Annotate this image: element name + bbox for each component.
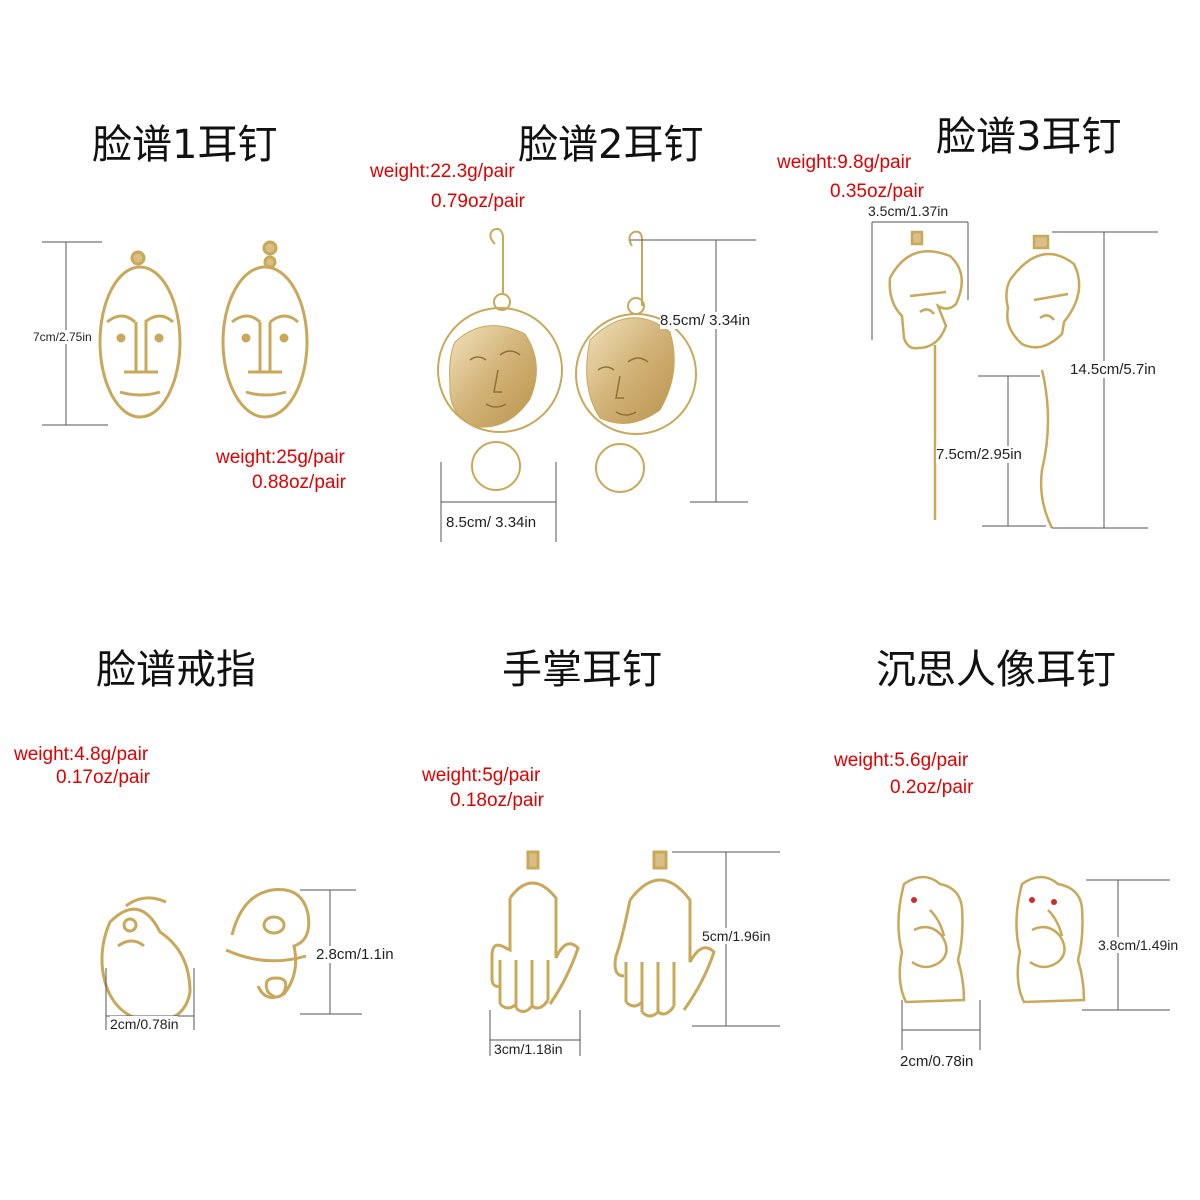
weight-grams: weight:25g/pair [216,447,345,468]
weight-grams: weight:5g/pair [422,765,541,786]
face-2-earring-right [575,230,697,493]
weight-ounces: 0.88oz/pair [252,472,347,493]
palm-earring-right [613,850,716,1018]
product-title-face-2-earrings: 脸谱2耳钉 [518,122,704,168]
dimension-label: 8.5cm/ 3.34in [446,514,537,531]
thinker-measures [901,879,1170,1050]
dimension-label: 2cm/0.78in [110,1016,179,1032]
face-3-earring-left [888,230,963,520]
weight-ounces: 0.2oz/pair [890,777,974,798]
weight-grams: weight:22.3g/pair [370,161,515,182]
palm-earring-left [490,850,580,1013]
face-2-measures [440,239,756,542]
face-1-earring-left [98,250,182,419]
weight-grams: weight:4.8g/pair [14,744,149,765]
face-3-earring-right [1005,234,1081,529]
dimension-label: 2.8cm/1.1in [316,946,394,963]
weight-grams: weight:9.8g/pair [777,152,912,173]
weight-ounces: 0.35oz/pair [830,181,925,202]
weight-ounces: 0.17oz/pair [56,767,151,788]
dimension-label: 3.5cm/1.37in [868,203,949,219]
dimension-label: 3.8cm/1.49in [1098,937,1179,953]
face-3-measures [871,221,1158,529]
product-title-face-3-earrings: 脸谱3耳钉 [936,114,1122,160]
dimension-label: 3cm/1.18in [494,1041,563,1057]
dimension-label: 5cm/1.96in [702,928,771,944]
product-title-face-ring: 脸谱戒指 [96,647,256,693]
face-ring-right [225,888,311,1000]
product-title-thinker-earrings: 沉思人像耳钉 [876,647,1116,693]
dimension-label: 7cm/2.75in [33,330,92,344]
product-title-face-1-earrings: 脸谱1耳钉 [92,122,278,168]
weight-ounces: 0.18oz/pair [450,790,545,811]
product-title-palm-earrings: 手掌耳钉 [502,647,662,693]
dimension-label: 2cm/0.78in [900,1053,974,1070]
weight-ounces: 0.79oz/pair [431,191,526,212]
thinker-earring-left [897,875,966,1004]
thinker-earring-right [1015,875,1086,1004]
dimension-label: 7.5cm/2.95in [936,446,1022,463]
dimension-label: 14.5cm/5.7in [1070,361,1156,378]
dimension-label: 8.5cm/ 3.34in [660,312,768,329]
face-ring-left [100,896,192,1024]
face-1-earring-right [221,240,309,419]
weight-grams: weight:5.6g/pair [834,750,969,771]
face-2-earring-left [437,227,563,491]
